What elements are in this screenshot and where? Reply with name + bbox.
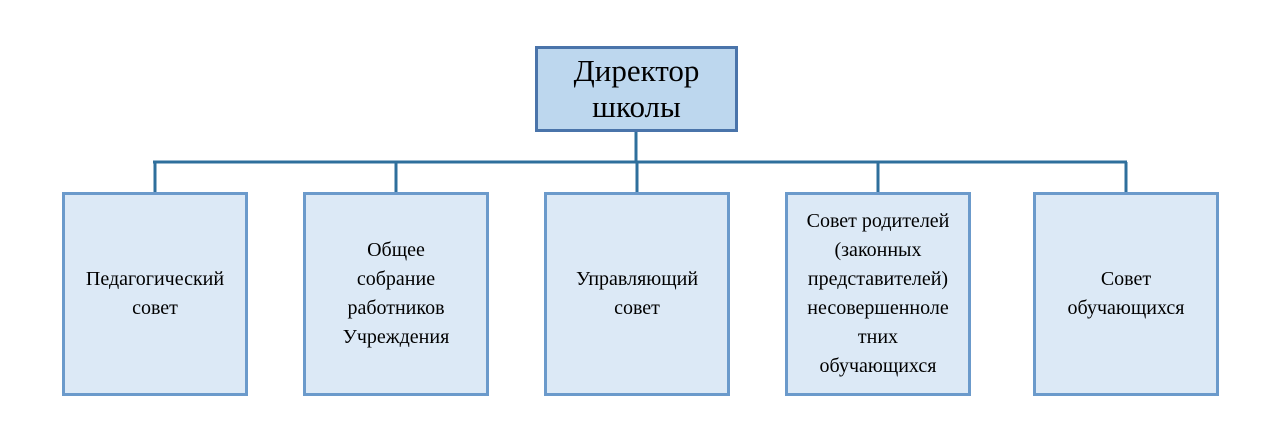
parents-council-label: Совет родителей (законных представителей… [806,210,950,377]
parents-council-box: Совет родителей (законных представителей… [785,192,971,396]
governing-council-box: Управляющий совет [544,192,730,396]
director-label: Директор школы [573,53,700,124]
pedagogical-council-box: Педагогический совет [62,192,248,396]
student-council-box: Совет обучающихся [1033,192,1219,396]
governing-council-label: Управляющий совет [575,268,699,319]
student-council-label: Совет обучающихся [1067,268,1185,319]
general-staff-meeting-box: Общее собрание работников Учреждения [303,192,489,396]
director-box: Директор школы [535,46,738,132]
general-staff-meeting-label: Общее собрание работников Учреждения [342,239,450,348]
pedagogical-council-label: Педагогический совет [85,268,225,319]
